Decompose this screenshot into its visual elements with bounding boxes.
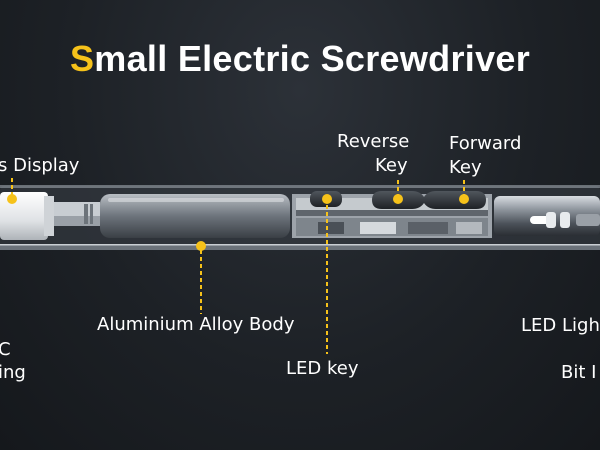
motor-slot-2	[546, 212, 556, 228]
label-forward-key-2: Key	[449, 157, 482, 178]
pcb-chip-3	[408, 222, 448, 234]
battery-highlight	[108, 198, 284, 202]
page-title: Small Electric Screwdriver	[0, 38, 600, 80]
pcb-chip-1	[318, 222, 344, 234]
callout-dot-display	[7, 194, 17, 204]
label-forward-key-1: Forward	[449, 133, 522, 154]
callout-dot-reverse	[393, 194, 403, 204]
motor-slot-1	[530, 216, 550, 224]
reverse-forward-key-button	[372, 191, 486, 209]
title-accent-letter: S	[69, 38, 95, 79]
tube-bottom-edge	[0, 244, 600, 250]
callout-dot-body	[196, 241, 206, 251]
title-text: mall Electric Screwdriver	[94, 38, 531, 79]
callout-dot-led-key	[322, 194, 332, 204]
label-reverse-key-1: Reverse	[337, 131, 410, 152]
pcb-strip	[296, 210, 488, 216]
connector-shade	[54, 216, 100, 226]
pcb-chip-2	[360, 222, 396, 234]
tube-top-edge	[0, 185, 600, 188]
label-usb-c-1: C	[0, 339, 11, 360]
callout-dot-forward	[459, 194, 469, 204]
label-display: s Display	[0, 155, 80, 176]
pcb-chip-4	[456, 222, 482, 234]
tube-bottom-shine	[0, 244, 600, 246]
label-body: Aluminium Alloy Body	[97, 314, 295, 335]
motor-slot-3	[560, 212, 570, 228]
connector-pin-2	[90, 204, 93, 224]
motor-slot-4	[576, 214, 600, 226]
connector-pin-1	[84, 204, 88, 224]
label-led-light: LED Ligh	[521, 315, 600, 336]
label-reverse-key-2: Key	[375, 155, 408, 176]
white-cap-ring	[44, 196, 54, 236]
label-usb-c-2: ing	[0, 362, 26, 383]
battery-cell	[100, 194, 290, 238]
label-led-key: LED key	[286, 358, 359, 379]
label-bit: Bit I	[561, 362, 597, 383]
